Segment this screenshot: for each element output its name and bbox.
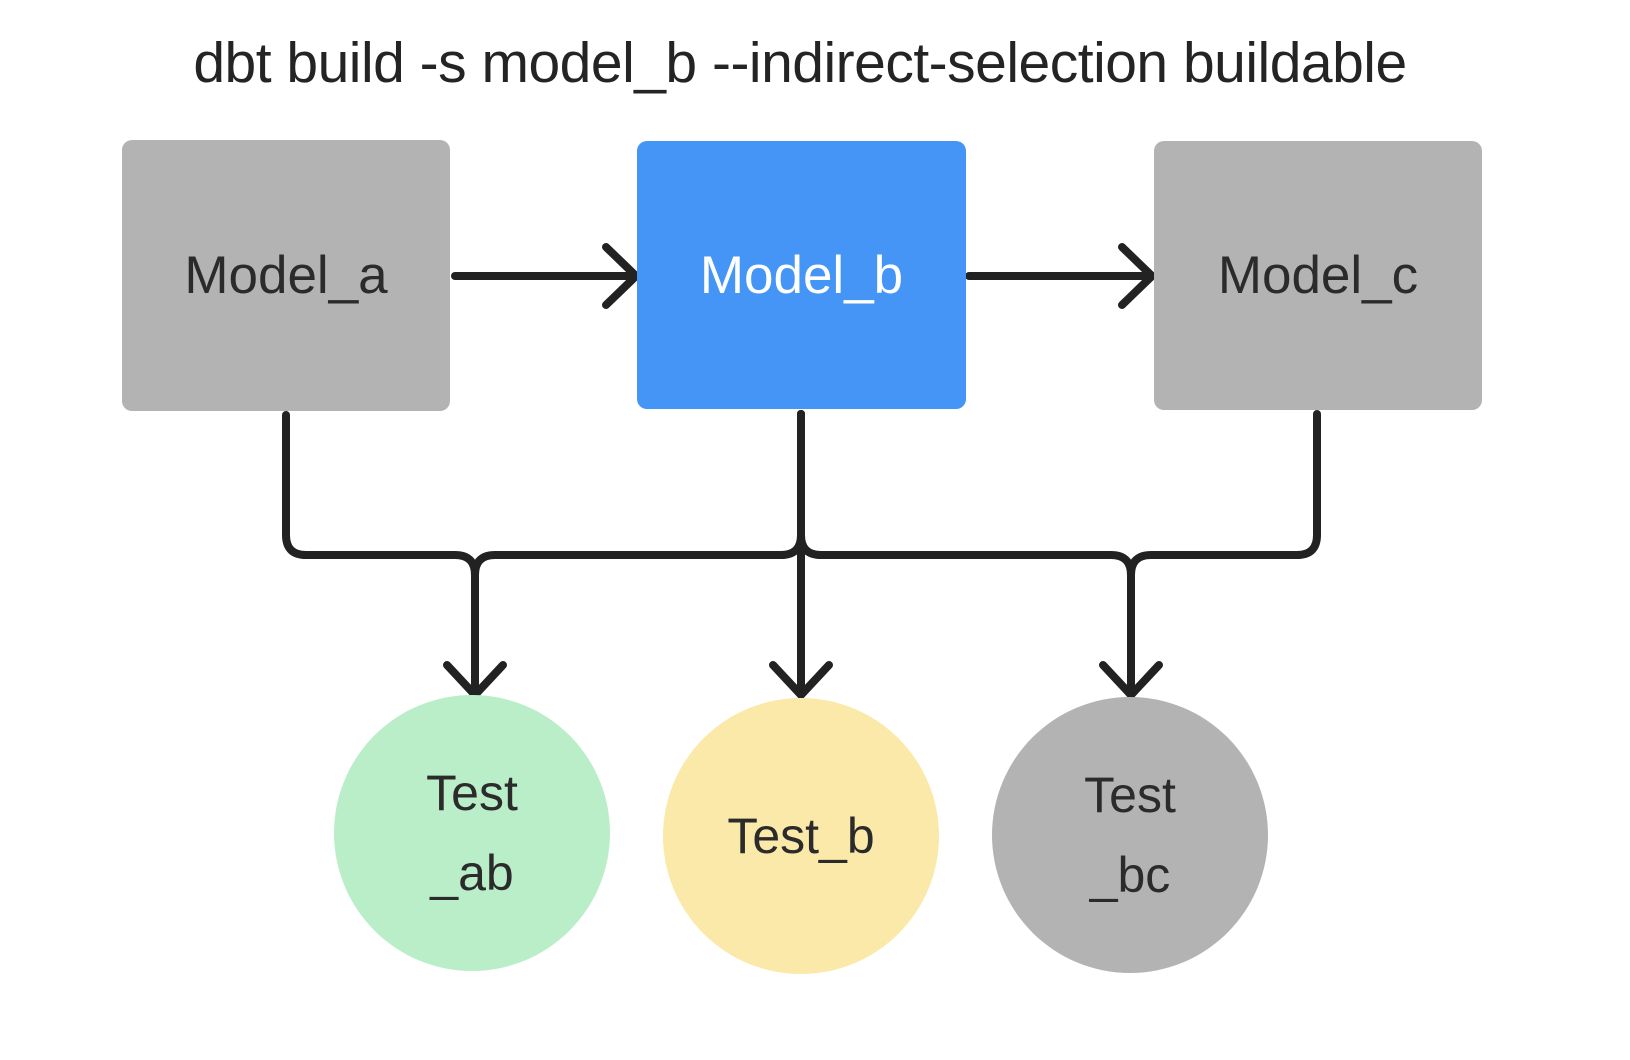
node-model_c-label: Model_c xyxy=(1217,246,1419,305)
node-test_bc-label-line1: Test xyxy=(1084,767,1176,823)
edge-model_b-model_c-arrowhead-icon xyxy=(1118,243,1156,309)
node-test_ab-label-line1: Test xyxy=(426,765,518,821)
edge-test_bc-arrowhead-icon xyxy=(1099,661,1163,699)
node-test_b-label: Test_b xyxy=(727,808,875,864)
node-model_c: Model_c xyxy=(1154,141,1482,410)
edge-model_a-test_ab-line xyxy=(282,411,479,694)
node-test_b: Test_b xyxy=(663,698,939,974)
edge-model_a-model_b-arrowhead-icon xyxy=(602,243,640,309)
node-test_ab: Test _ab xyxy=(334,695,610,971)
node-test_bc-label-line2: _bc xyxy=(1089,847,1171,903)
edge-model_c-test_bc-line xyxy=(1127,410,1321,694)
node-model_a: Model_a xyxy=(122,140,450,411)
node-test_ab-label-line2: _ab xyxy=(430,845,514,901)
node-model_a-label: Model_a xyxy=(184,246,388,305)
edge-test_b-arrowhead-icon xyxy=(769,661,833,699)
edge-model_b-test_ab-line xyxy=(471,410,805,694)
diagram-title: dbt build -s model_b --indirect-selectio… xyxy=(193,31,1407,95)
node-model_b-label: Model_b xyxy=(699,245,904,305)
edge-model_b-test_bc-line xyxy=(797,410,1135,694)
node-model_b: Model_b xyxy=(637,141,966,409)
node-test_bc: Test _bc xyxy=(992,697,1268,973)
